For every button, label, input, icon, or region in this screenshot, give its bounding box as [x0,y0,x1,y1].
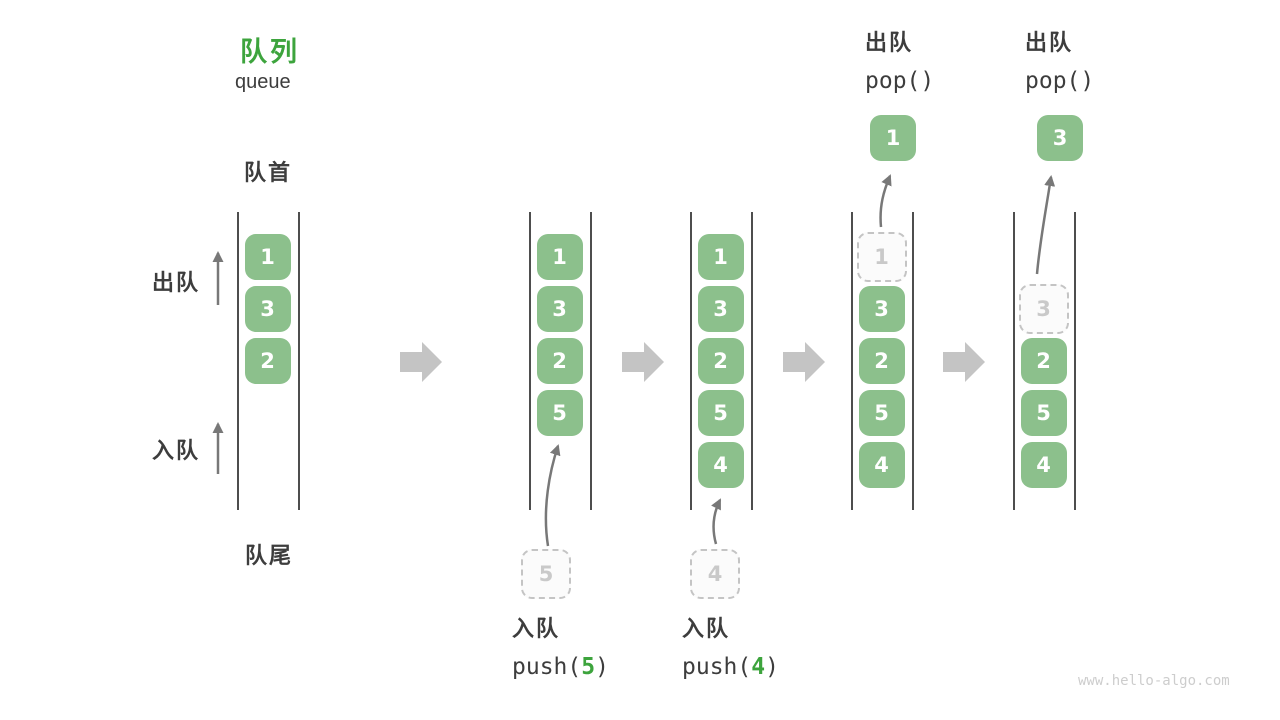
queue-state-1-cell-3: 3 [244,286,291,332]
queue-state-5-cell-4: 4 [1020,442,1067,488]
label-queue-rear: 队尾 [245,543,294,568]
queue-state-3-wall-right [751,212,753,510]
queue-state-4-cell-4: 4 [858,442,905,488]
push4-code-prefix: push( [682,654,752,680]
queue-state-5-wall-left [1013,212,1015,510]
queue-state-1-cell-2: 2 [244,338,291,384]
queue-state-3-cell-3: 3 [697,286,744,332]
queue-state-2-wall-right [590,212,592,510]
push5-code: push(5) [512,654,609,680]
queue-state-4-wall-left [851,212,853,510]
queue-state-1-wall-left [237,212,239,510]
queue-state-5-cell-3: 3 [1018,284,1069,334]
queue-state-2-cell-1: 1 [536,234,583,280]
transition-arrow-3 [783,342,825,382]
push5-code-suffix: ) [595,654,609,680]
incoming-box-4: 4 [690,549,740,599]
queue-state-4-wall-right [912,212,914,510]
diagram-title-zh: 队列 [240,37,300,67]
queue-state-1-wall-right [298,212,300,510]
push-operation-4: 入队 push(4) [682,616,779,680]
push5-label: 入队 [512,616,561,641]
pop2-code: pop() [1025,68,1095,94]
queue-state-5-cell-2: 2 [1020,338,1067,384]
push5-code-prefix: push( [512,654,582,680]
push4-label: 入队 [682,616,731,641]
queue-state-1-cell-1: 1 [244,234,291,280]
queue-state-4-cell-3: 3 [858,286,905,332]
pop-operation-2: 出队 pop() [1025,30,1094,94]
queue-state-3-cell-4: 4 [697,442,744,488]
queue-state-4-cell-2: 2 [858,338,905,384]
transition-arrow-1 [400,342,442,382]
queue-state-5-wall-right [1074,212,1076,510]
push5-arg: 5 [581,654,596,680]
queue-state-2-wall-left [529,212,531,510]
push4-code: push(4) [682,654,779,680]
pop1-code: pop() [865,68,935,94]
queue-state-3-cell-5: 5 [697,390,744,436]
queue-state-2-cell-2: 2 [536,338,583,384]
queue-state-3-cell-2: 2 [697,338,744,384]
transition-arrow-4 [943,342,985,382]
pop-operation-1: 出队 pop() [865,30,934,94]
queue-state-4-cell-5: 5 [858,390,905,436]
diagram-title-en: queue [235,71,291,93]
enqueue-4-arrow [711,498,722,545]
push4-arg: 4 [751,654,766,680]
pop1-label: 出队 [865,30,914,55]
popped-box-1: 1 [870,115,916,161]
queue-state-5-cell-5: 5 [1020,390,1067,436]
label-dequeue-side: 出队 [152,270,201,295]
queue-state-2-cell-3: 3 [536,286,583,332]
enqueue-5-arrow [544,444,561,547]
pop2-label: 出队 [1025,30,1074,55]
incoming-box-5: 5 [521,549,571,599]
queue-state-3-cell-1: 1 [697,234,744,280]
transition-arrow-2 [622,342,664,382]
push-operation-5: 入队 push(5) [512,616,609,680]
push4-code-suffix: ) [765,654,779,680]
pop-3-arrow [1035,175,1056,275]
queue-state-2-cell-5: 5 [536,390,583,436]
queue-state-3-wall-left [690,212,692,510]
pop-1-arrow [879,174,892,228]
label-enqueue-side: 入队 [152,438,201,463]
label-queue-front: 队首 [244,160,293,185]
watermark: www.hello-algo.com [1078,673,1230,689]
queue-state-4-cell-1: 1 [856,232,907,282]
popped-box-3: 3 [1037,115,1083,161]
